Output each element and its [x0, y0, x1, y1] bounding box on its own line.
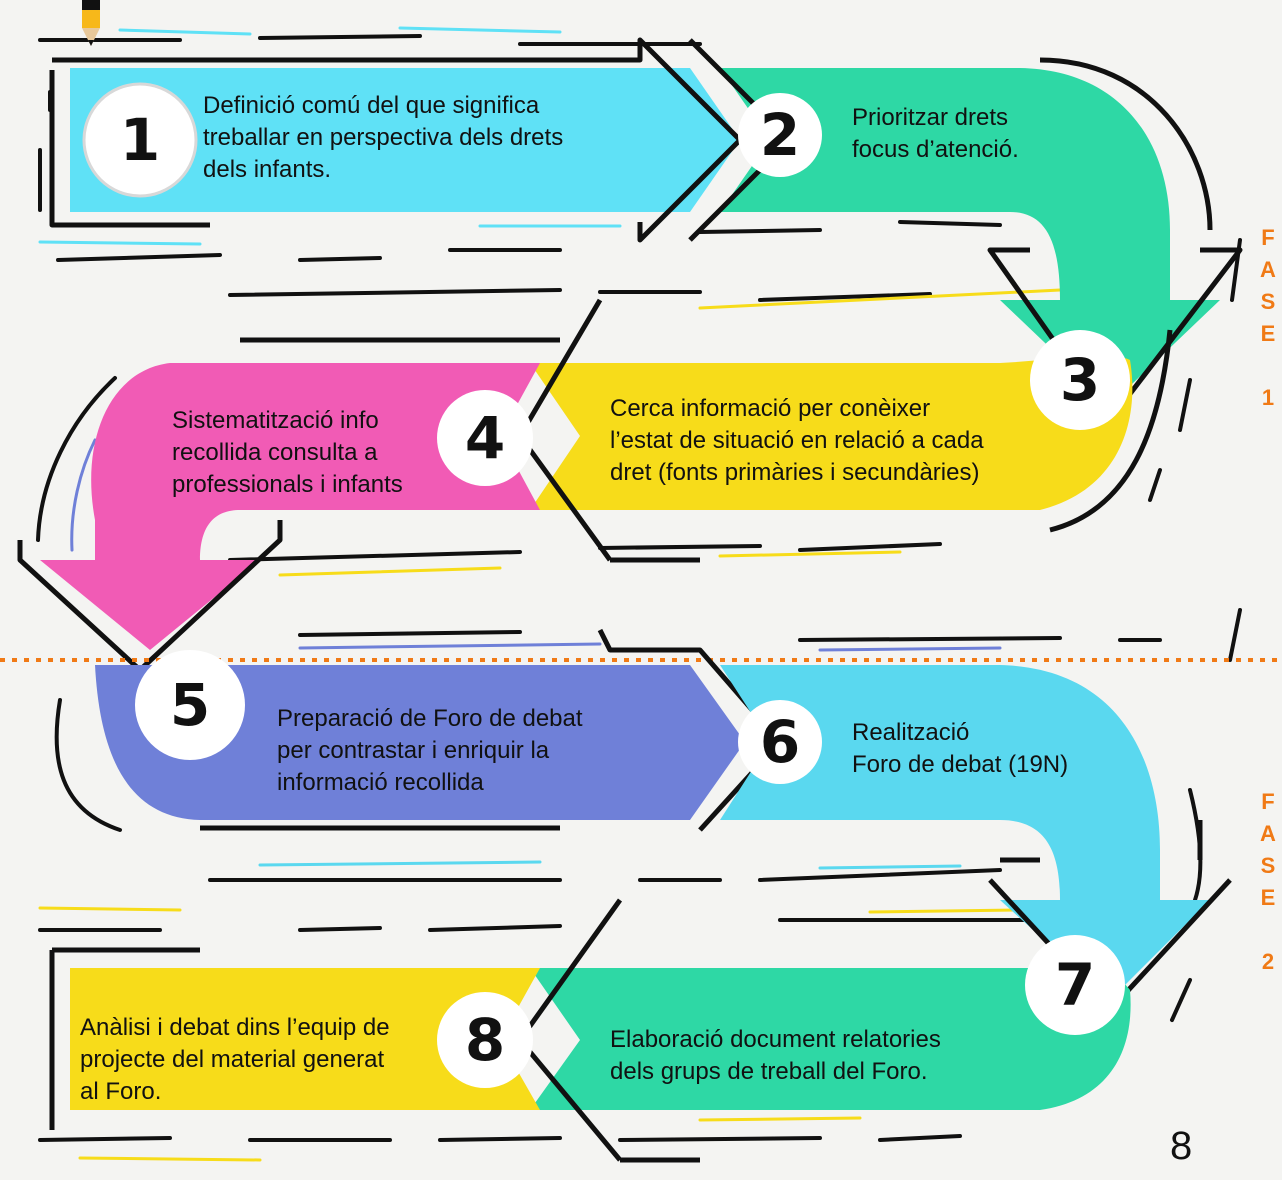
phase-1-number: 1 — [1261, 385, 1275, 410]
step-8-number: 8 — [465, 1006, 505, 1074]
step-4-number: 4 — [465, 404, 505, 472]
step-7-number: 7 — [1055, 951, 1095, 1019]
step-2-badge: 2 — [738, 93, 822, 177]
step-7-badge: 7 — [1025, 935, 1125, 1035]
step-5-number: 5 — [170, 671, 210, 739]
step-5-badge: 5 — [135, 650, 245, 760]
step-4-badge: 4 — [437, 390, 533, 486]
phase-2-number: 2 — [1261, 949, 1275, 974]
step-8-arrow — [49, 947, 540, 1130]
step-3-number: 3 — [1060, 346, 1100, 414]
phase-1-label: F A S E 1 — [1254, 222, 1282, 414]
step-2-number: 2 — [760, 101, 800, 169]
pencil-icon — [82, 0, 100, 46]
step-7-arrow — [517, 898, 1131, 1163]
step-3-arrow — [517, 298, 1173, 563]
step-3-badge: 3 — [1030, 330, 1130, 430]
step-8-badge: 8 — [437, 992, 533, 1088]
step-6-number: 6 — [760, 708, 800, 776]
page-number: 8 — [1170, 1124, 1193, 1168]
step-1-number: 1 — [120, 106, 160, 174]
step-6-badge: 6 — [738, 700, 822, 784]
step-1-badge: 1 — [82, 82, 198, 198]
step-1-arrow — [49, 37, 743, 243]
phase-2-label: F A S E 2 — [1254, 786, 1282, 978]
